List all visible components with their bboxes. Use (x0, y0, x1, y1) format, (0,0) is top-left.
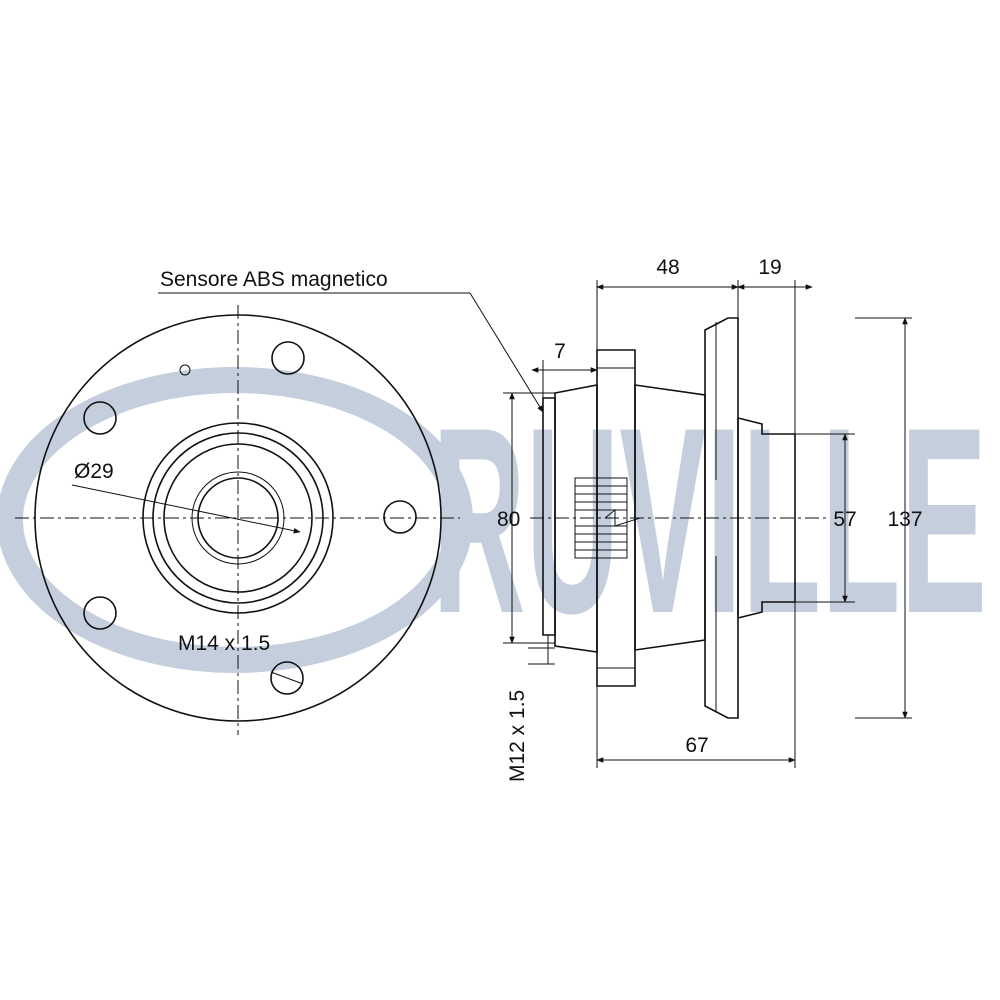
spline-shaft-outline (574, 477, 628, 559)
diameter-leader-line (71, 484, 301, 534)
hub-front-view: Ø29 M14 x 1.5 Sensore ABS magnetico (15, 268, 544, 735)
ruville-watermark-logo: RUVILLE (0, 367, 987, 673)
hub-ring-step (152, 432, 324, 604)
front-thread-label: M14 x 1.5 (178, 632, 270, 655)
wheel-bolt-hole-lower-left (83, 596, 117, 630)
hub-ring-inner (163, 443, 313, 593)
spline-bore-circle (197, 477, 279, 559)
abs-sensor-label: Sensore ABS magnetico (160, 268, 388, 291)
hub-outer-ring (142, 422, 334, 614)
spline-outer-circle (191, 471, 285, 565)
wheel-bolt-hole-upper-left (83, 401, 117, 435)
side-thread-label: M12 x 1.5 (506, 690, 529, 782)
spline-break-mark (604, 508, 641, 527)
small-locator-hole (179, 364, 191, 376)
spline-teeth (574, 477, 641, 559)
dim-137-label: 137 (887, 508, 922, 531)
dim-19-label: 19 (758, 256, 781, 279)
wheel-bolt-hole-right (383, 500, 417, 534)
mounting-flange-plate (596, 349, 636, 687)
abs-leader-line (469, 292, 544, 413)
bore-diameter-label: Ø29 (74, 460, 114, 483)
watermark-swirl-shape (0, 367, 473, 673)
flange-outer-circle (34, 314, 442, 722)
threaded-hole-bottom (270, 661, 304, 695)
hub-side-view: 48 19 7 80 57 137 67 M12 x 1.5 (497, 256, 923, 782)
dim-48-label: 48 (656, 256, 679, 279)
wheel-flange-disc (704, 317, 739, 719)
dim-57-label: 57 (833, 508, 856, 531)
dim-7-label: 7 (554, 340, 566, 363)
wheel-bolt-hole-top (271, 341, 305, 375)
thread-hatch-line (270, 671, 304, 685)
dim-67-label: 67 (685, 734, 708, 757)
watermark-text: RUVILLE (432, 373, 987, 669)
dim-80-label: 80 (497, 508, 520, 531)
